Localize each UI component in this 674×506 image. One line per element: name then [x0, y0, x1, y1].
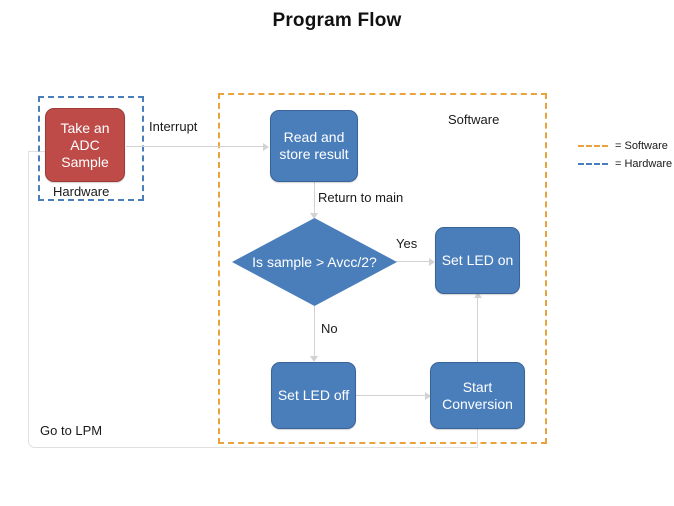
arrowhead-decision-to-led-on	[429, 257, 435, 266]
legend-item-hardware: = Hardware	[578, 156, 672, 172]
arrowhead-adc-to-read	[263, 142, 269, 151]
legend-item-software: = Software	[578, 138, 672, 154]
node-decision-is-sample-gt-avcc-half[interactable]: Is sample > Avcc/2?	[232, 218, 397, 306]
connector-decision-to-led-off	[313, 306, 315, 360]
node-take-adc-sample[interactable]: Take an ADC Sample	[45, 108, 125, 182]
hardware-group-box	[38, 96, 144, 201]
legend-swatch-software-dashed-icon	[578, 145, 608, 147]
connector-decision-to-led-on	[396, 261, 432, 263]
node-set-led-on[interactable]: Set LED on	[435, 227, 520, 294]
edge-label-go-to-lpm: Go to LPM	[40, 423, 103, 438]
node-set-led-off[interactable]: Set LED off	[271, 362, 356, 429]
feedback-loop-path	[28, 152, 478, 448]
edge-label-interrupt: Interrupt	[149, 119, 198, 134]
connector-led-off-to-start-conversion	[356, 395, 428, 397]
node-read-and-store-result[interactable]: Read and store result	[270, 110, 358, 182]
arrowhead-start-conversion-to-led-on	[474, 292, 482, 298]
connector-adc-to-read	[126, 146, 264, 148]
edge-label-return-to-main: Return to main	[318, 190, 404, 205]
node-read-and-store-result-label: Read and store result	[279, 129, 349, 162]
arrowhead-led-off-to-start-conversion	[425, 391, 431, 400]
arrowhead-read-to-decision	[310, 213, 318, 219]
software-group-label: Software	[448, 112, 500, 127]
page-title: Program Flow	[272, 10, 402, 31]
legend: = Software = Hardware	[578, 138, 672, 174]
node-set-led-off-label: Set LED off	[277, 387, 350, 403]
legend-swatch-hardware-dashed-icon	[578, 163, 608, 165]
hardware-group-label: Hardware	[53, 184, 110, 199]
node-take-adc-sample-label: Take an ADC Sample	[60, 119, 110, 170]
connector-start-conversion-to-led-on	[477, 294, 479, 362]
edge-label-no: No	[321, 321, 338, 336]
node-set-led-on-label: Set LED on	[441, 252, 514, 268]
decision-diamond-shape	[232, 218, 397, 306]
node-start-conversion-label: Start Conversion	[442, 378, 513, 412]
edge-label-yes: Yes	[396, 236, 418, 251]
arrowhead-decision-to-led-off	[310, 356, 318, 362]
legend-label-software: = Software	[615, 140, 668, 152]
software-group-box	[218, 93, 547, 444]
connector-read-to-decision	[313, 182, 315, 218]
connector-start-conversion-to-loop	[477, 429, 479, 448]
legend-label-hardware: = Hardware	[615, 158, 673, 170]
node-start-conversion[interactable]: Start Conversion	[430, 362, 525, 429]
